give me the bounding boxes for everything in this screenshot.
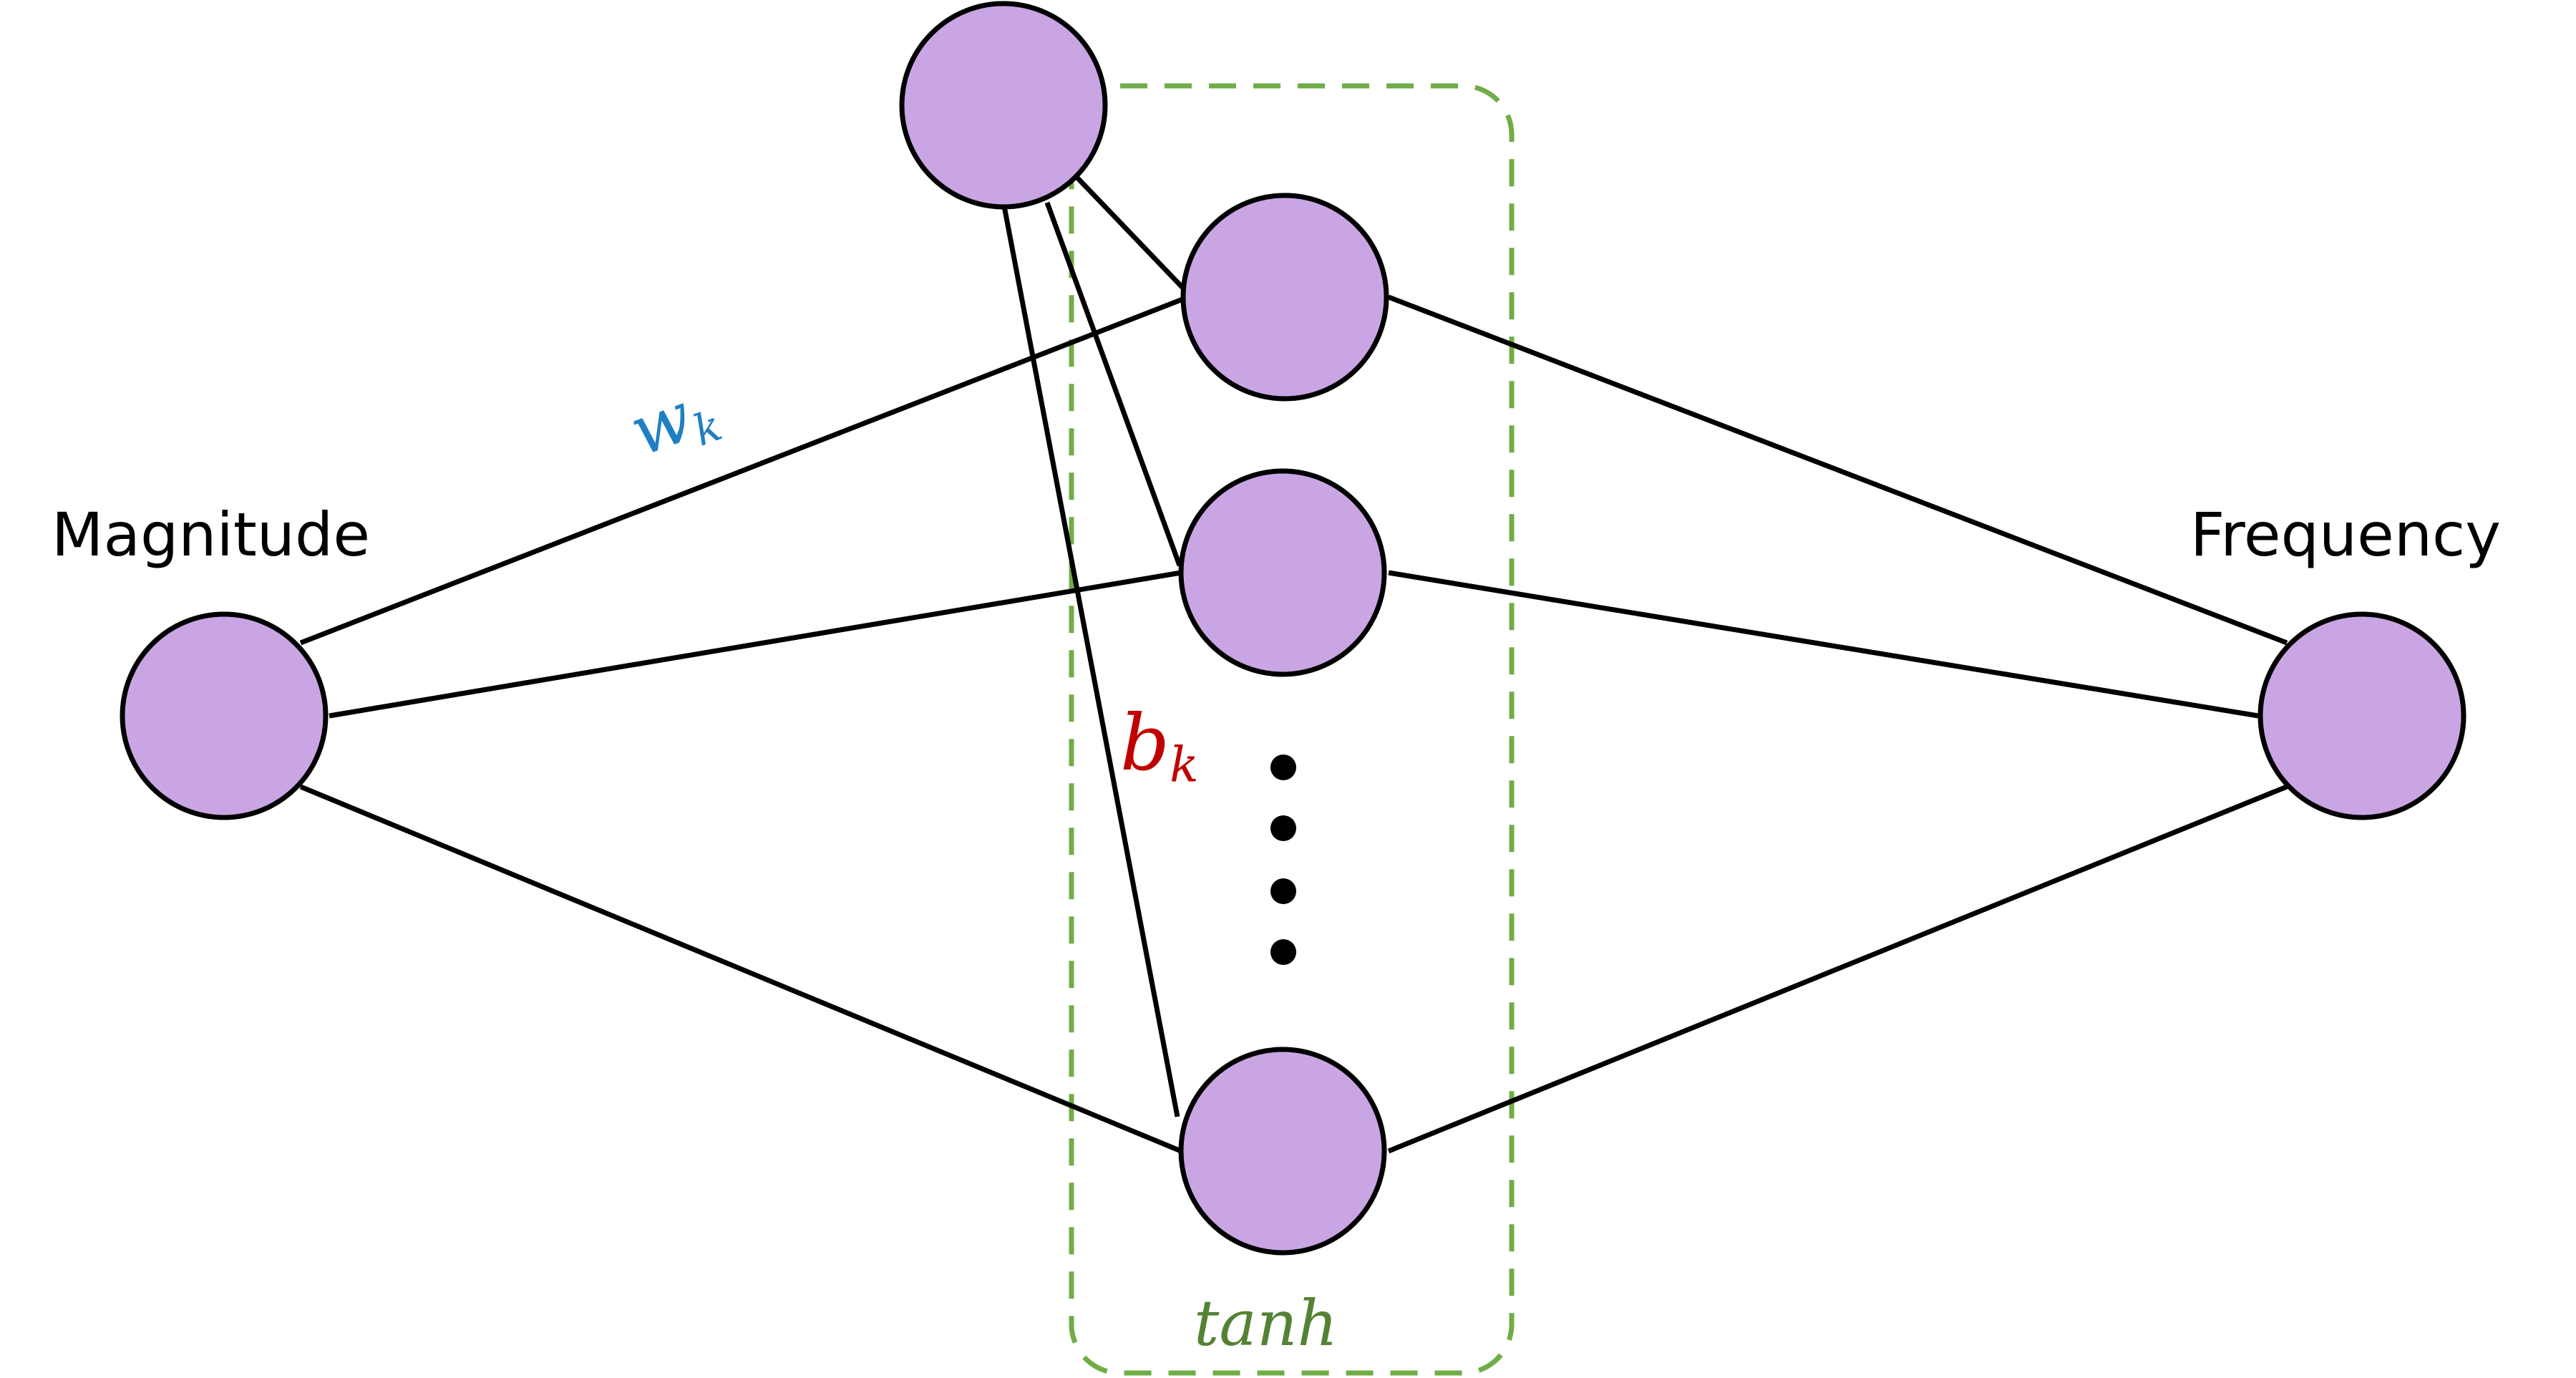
edges (299, 173, 2288, 1154)
ellipsis-dots (1270, 754, 1296, 965)
ellipsis-dot (1270, 939, 1296, 965)
edge-input-hidden-2 (329, 570, 1182, 719)
edge-bias-hidden-1 (1073, 173, 1192, 298)
bias-subscript: k (1170, 737, 1199, 793)
bias-label: bk (1120, 705, 1199, 790)
input-label: Magnitude (52, 500, 371, 570)
edge-input-hidden-last (299, 784, 1182, 1154)
ellipsis-dot (1270, 878, 1296, 904)
input-node (120, 611, 329, 820)
hidden-node-1 (1180, 193, 1389, 402)
hidden-node-last (1178, 1047, 1387, 1256)
edge-input-hidden-1 (299, 294, 1190, 646)
output-node (2257, 611, 2466, 820)
bias-symbol: b (1120, 699, 1170, 788)
activation-label: tanh (1194, 1286, 1338, 1360)
edge-hidden-last-output (1387, 784, 2288, 1154)
output-label: Frequency (2190, 500, 2501, 570)
nodes (120, 1, 2466, 1256)
ellipsis-dot (1270, 815, 1296, 841)
hidden-node-2 (1178, 468, 1387, 677)
ellipsis-dot (1270, 754, 1296, 780)
bias-node (899, 1, 1108, 210)
edge-bias-hidden-2 (1044, 201, 1182, 567)
edge-hidden-1-output (1387, 294, 2288, 646)
edge-hidden-2-output (1388, 570, 2259, 719)
edge-bias-hidden-last (1001, 205, 1180, 1117)
